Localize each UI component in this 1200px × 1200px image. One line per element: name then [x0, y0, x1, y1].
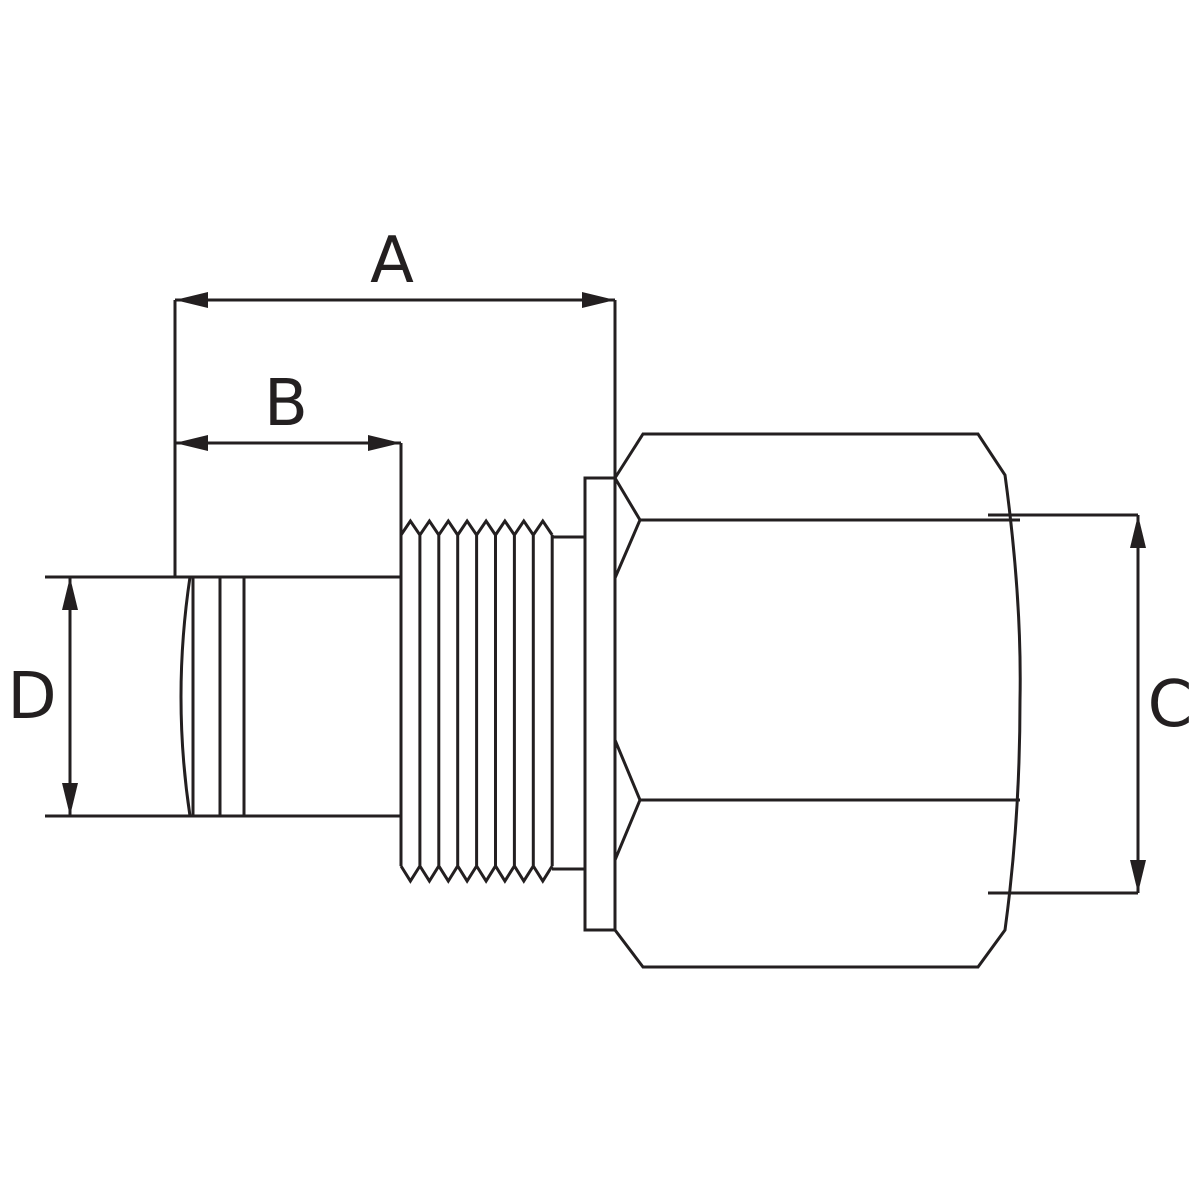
label-c: C [1148, 668, 1193, 742]
label-a: A [370, 224, 414, 298]
hex-nut [613, 432, 1022, 969]
tube-end [175, 575, 401, 818]
dimension-a: A [173, 224, 617, 577]
dimension-b: B [175, 367, 403, 577]
label-b: B [264, 367, 308, 441]
collar [552, 476, 617, 932]
label-d: D [7, 660, 56, 734]
thread [399, 518, 554, 884]
dimension-d: D [7, 575, 190, 818]
dimension-c: C [988, 513, 1193, 895]
